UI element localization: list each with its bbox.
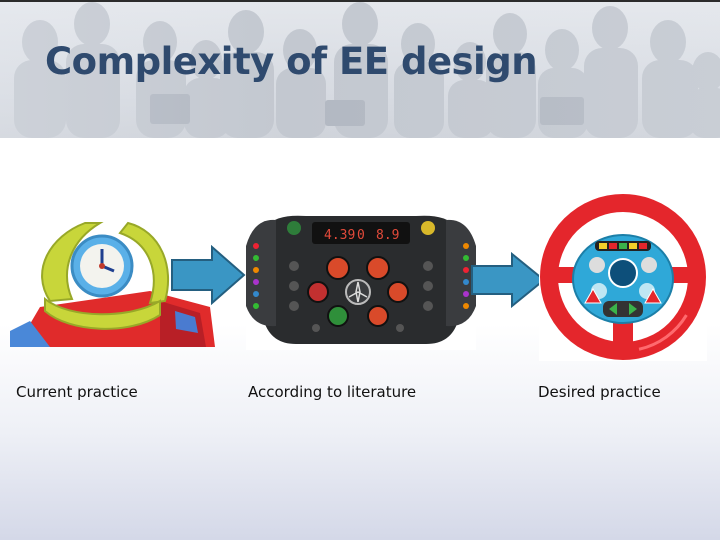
- top-border-line: [0, 0, 720, 2]
- panel-caption-literature: According to literature: [248, 383, 417, 401]
- f1-display-left: 4.39: [324, 228, 355, 243]
- f1-steering-wheel-image: 4.39 0 8.9: [246, 206, 476, 350]
- f1-display-right: 8.9: [376, 228, 399, 243]
- header-fade-overlay: [0, 2, 720, 138]
- kids-steering-wheel-drawing: [540, 194, 706, 360]
- kids-steering-wheel-image: [539, 193, 707, 361]
- right-arrow-icon: [171, 245, 246, 305]
- f1-steering-wheel-drawing: 4.39 0 8.9: [246, 215, 476, 344]
- toy-steering-wheel-drawing: [10, 221, 215, 347]
- slide-title: Complexity of EE design: [45, 40, 538, 83]
- header-banner: Complexity of EE design: [0, 2, 720, 138]
- students-background-image: [14, 2, 720, 138]
- panel-caption-desired: Desired practice: [538, 383, 661, 401]
- right-arrow-icon: [471, 252, 546, 308]
- panel-caption-current: Current practice: [16, 383, 138, 401]
- f1-display-center: 0: [357, 228, 365, 243]
